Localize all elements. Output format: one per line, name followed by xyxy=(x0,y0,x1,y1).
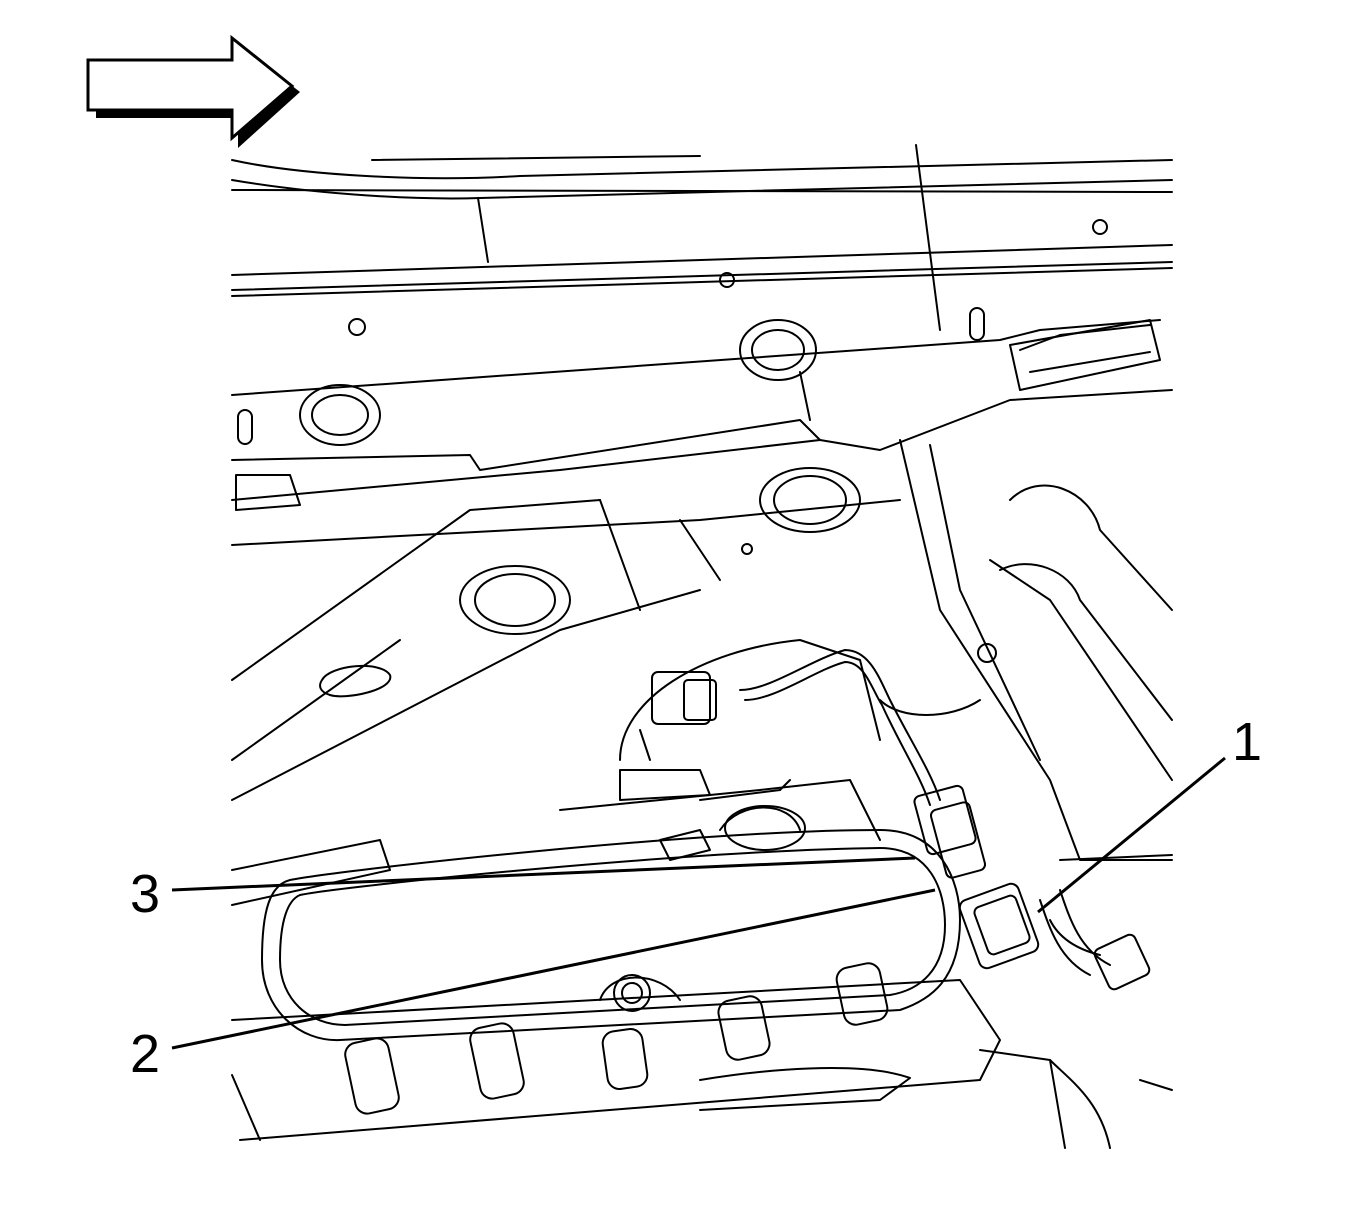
grommets xyxy=(237,219,1108,698)
lower-shield xyxy=(231,829,1001,1141)
vehicle-body-drawing xyxy=(231,144,1173,1149)
left-bracket xyxy=(231,499,721,906)
forward-arrow-icon xyxy=(86,34,300,148)
upper-rails xyxy=(231,144,1173,331)
leader-line-1 xyxy=(1037,756,1226,914)
callout-3: 3 xyxy=(130,864,160,924)
tank-assembly xyxy=(559,639,881,861)
right-frame xyxy=(899,439,1173,1149)
leader-lines xyxy=(171,756,1226,1050)
leader-line-2 xyxy=(171,888,936,1050)
callout-1: 1 xyxy=(1232,712,1262,772)
connectors xyxy=(619,671,1151,991)
callout-2: 2 xyxy=(130,1024,160,1084)
cross-member xyxy=(231,319,1173,546)
leader-line-3 xyxy=(171,856,916,892)
floor-ribs xyxy=(344,962,911,1115)
